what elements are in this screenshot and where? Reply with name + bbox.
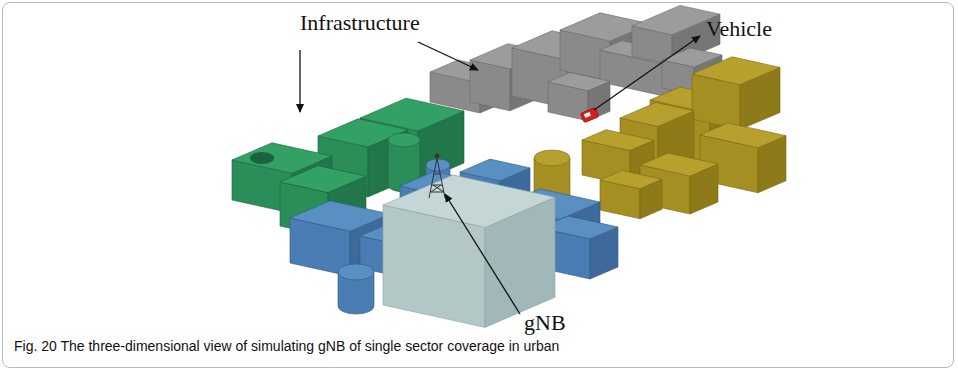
gnb-antenna — [435, 154, 439, 158]
building-face — [640, 153, 718, 176]
building-face — [338, 264, 374, 280]
courtyard-hole — [250, 152, 274, 164]
building-face — [600, 171, 662, 189]
gnb-mast — [429, 154, 445, 198]
leader-arrow — [299, 50, 300, 112]
vehicle-label: Vehicle — [706, 18, 772, 40]
building-face — [383, 175, 555, 228]
building-block — [383, 175, 555, 328]
building-face — [620, 103, 694, 127]
building-block — [692, 57, 780, 130]
cylinder-building — [338, 264, 374, 314]
leader-arrow — [418, 42, 478, 70]
building-face — [534, 150, 570, 166]
infrastructure-label: Infrastructure — [300, 12, 420, 34]
building-face — [290, 201, 390, 231]
gnb-mast — [429, 158, 445, 198]
leader-arrow — [445, 194, 520, 314]
vehicle-window — [584, 112, 591, 118]
leader-arrow — [594, 36, 700, 110]
vehicle-body — [580, 107, 599, 122]
vehicle-icon — [580, 107, 599, 122]
building-face — [460, 159, 530, 181]
building-face — [662, 48, 722, 67]
building-face — [548, 73, 610, 91]
building-block — [548, 73, 610, 121]
building-face — [692, 57, 780, 85]
building-face — [700, 123, 786, 148]
figure-caption: Fig. 20 The three-dimensional view of si… — [14, 338, 559, 354]
building-face — [280, 166, 366, 193]
building-block — [600, 171, 662, 219]
building-face — [582, 130, 654, 151]
gnb-label: gNB — [524, 312, 566, 334]
building-face — [388, 133, 420, 147]
